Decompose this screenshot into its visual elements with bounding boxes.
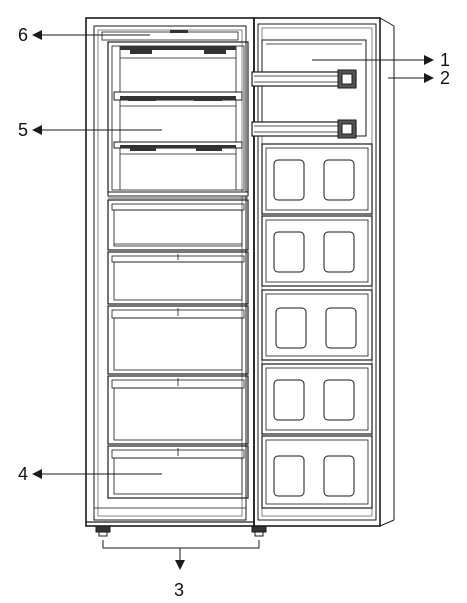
compartment-floor [107,191,249,199]
shelf-middle [113,91,243,107]
callout-5-leader [32,125,162,135]
drawer-5 [107,445,249,499]
callout-2-label: 2 [440,68,450,88]
callout-1-leader [312,55,434,65]
door-panel-2 [261,215,373,287]
callout-3-label: 3 [174,580,184,600]
door-rack-top [251,69,357,89]
callout-3-bracket [102,540,260,562]
door-rack-bottom [251,119,357,139]
drawer-3 [107,305,249,375]
callout-6-label: 6 [18,25,28,45]
door-panel-3 [261,289,373,361]
drawer-1 [107,199,249,251]
drawer-4 [107,375,249,445]
shelf-bottom [113,141,243,155]
control-panel [101,30,239,41]
door-panel-1 [261,143,373,215]
adjustable-feet [95,525,267,537]
callout-6-leader [32,30,150,40]
shelf-top [120,46,236,59]
callout-4-leader [32,469,162,479]
drawer-2 [107,251,249,305]
door [253,17,395,527]
callout-5-label: 5 [18,120,28,140]
cabinet-base [86,507,254,523]
callout-3-arrowhead [175,560,185,570]
upper-compartment [107,41,249,195]
callout-2-leader [388,73,434,83]
door-panel-4 [261,363,373,435]
callout-1-label: 1 [440,50,450,70]
door-panel-5 [261,435,373,509]
callout-4-label: 4 [18,464,28,484]
